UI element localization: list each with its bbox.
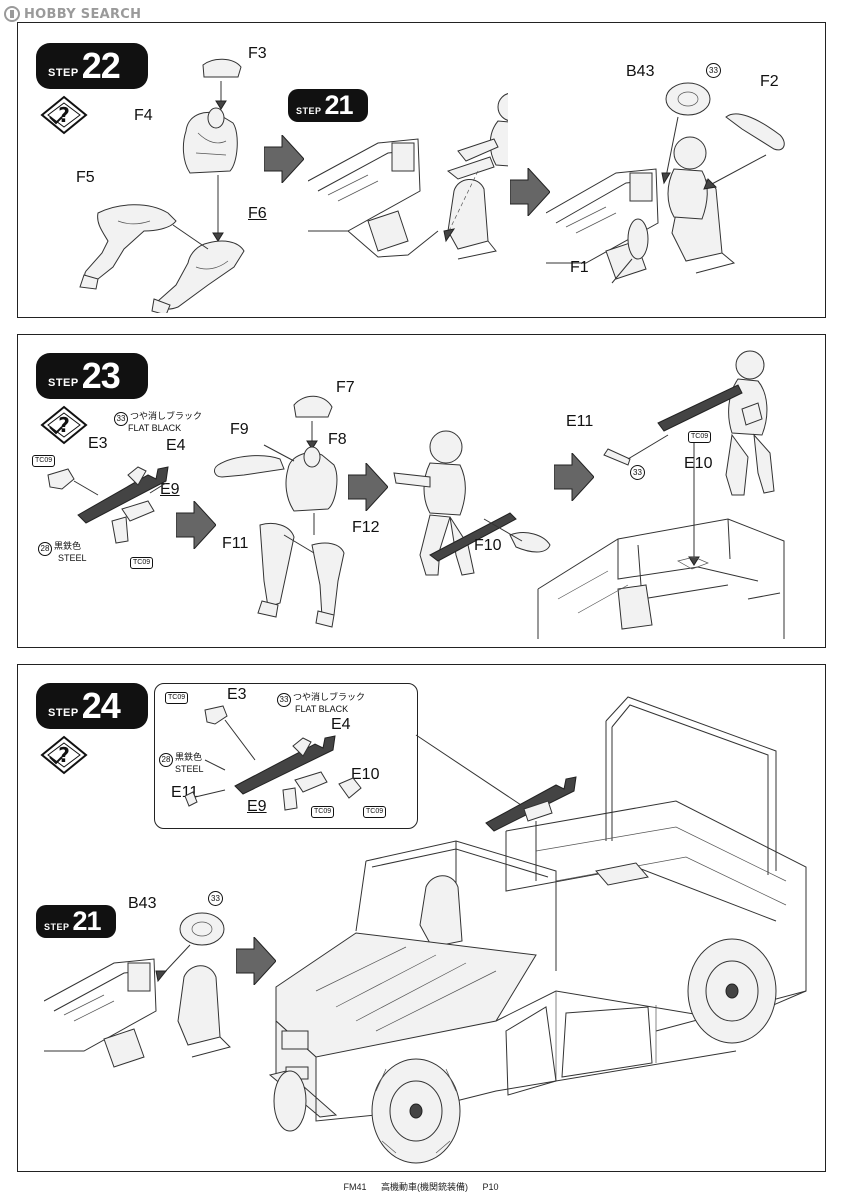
tc-code: TC09 — [165, 692, 189, 704]
cab-steering-wheel-illustration — [44, 912, 231, 1068]
part-label-f8: F8 — [328, 431, 347, 448]
part-label-f4: F4 — [134, 107, 153, 124]
footer-model-title: 高機動車(機関銃装備) — [381, 1182, 468, 1192]
part-label-e4: E4 — [331, 716, 351, 733]
step-flow-arrow — [264, 135, 304, 183]
paint-code: 28 — [159, 753, 173, 767]
part-label-f5: F5 — [76, 169, 95, 186]
part-label-f3: F3 — [248, 45, 267, 62]
gunner-in-vehicle-bed-illustration — [537, 350, 785, 639]
paint-code: 33 — [114, 412, 128, 426]
repeat-assembly-icon: ? — [40, 95, 88, 135]
step-21-sub-badge: STEP 21 — [288, 89, 368, 122]
step-22-badge: STEP 22 — [36, 43, 148, 89]
part-label-b43: B43 — [626, 63, 655, 80]
paint-code-circle: 33 — [208, 891, 223, 906]
step-22-panel: STEP 22 ? F3 F4 F5 F6 STEP — [17, 22, 826, 318]
paint-en: STEEL — [175, 764, 204, 774]
svg-text:?: ? — [58, 413, 70, 437]
step-flow-arrow — [176, 501, 216, 549]
paint-en: STEEL — [58, 553, 87, 563]
sub-step-number: 21 — [324, 90, 354, 120]
repeat-assembly-icon: ? — [40, 405, 88, 445]
part-label-f2: F2 — [760, 73, 779, 90]
tc-code: TC09 — [311, 806, 335, 818]
part-label-e11: E11 — [566, 413, 594, 430]
paint-code-circle: 33 — [706, 63, 721, 78]
step-number: 23 — [81, 355, 121, 396]
step-24-badge: STEP 24 — [36, 683, 148, 729]
repeat-assembly-icon: ? — [40, 735, 88, 775]
step-flow-arrow — [510, 168, 550, 216]
part-label-e3: E3 — [88, 435, 108, 452]
footer-page-number: P10 — [482, 1182, 499, 1192]
paint-code-circle: 33 — [630, 465, 645, 480]
svg-text:?: ? — [58, 743, 70, 767]
sub-step-label: STEP — [296, 105, 322, 116]
step-flow-arrow — [236, 937, 276, 985]
machine-gun-parts-illustration — [47, 466, 169, 544]
part-label-b43: B43 — [128, 895, 157, 912]
step-23-badge: STEP 23 — [36, 353, 148, 399]
hobby-search-watermark: HOBBY SEARCH — [4, 4, 141, 24]
part-label-f9: F9 — [230, 421, 249, 438]
part-label-f12: F12 — [352, 519, 380, 536]
hobby-search-logo-icon — [4, 6, 20, 22]
paint-jp: つや消しブラック — [293, 692, 366, 702]
paint-en: FLAT BLACK — [128, 423, 182, 433]
part-label-f7: F7 — [336, 379, 355, 396]
paint-code: 28 — [38, 542, 52, 556]
footer-model-code: FM41 — [343, 1182, 367, 1192]
paint-code: 33 — [277, 693, 291, 707]
sub-step-label: STEP — [44, 921, 70, 932]
part-label-e9: E9 — [160, 481, 180, 498]
part-label-e4: E4 — [166, 437, 186, 454]
page-footer: FM41 高機動車(機関銃装備) P10 — [0, 1180, 842, 1193]
step-flow-arrow — [554, 453, 594, 501]
paint-en: FLAT BLACK — [295, 704, 349, 714]
cab-interior-illustration — [308, 93, 508, 260]
tc-code: TC09 — [363, 806, 387, 818]
step-21-sub-badge: STEP 21 — [36, 905, 116, 938]
high-mobility-vehicle-illustration — [268, 696, 807, 1164]
part-label-f11: F11 — [222, 535, 249, 552]
part-label-e9: E9 — [247, 798, 267, 815]
driver-figure-parts-illustration — [79, 58, 245, 313]
tc-code: TC09 — [32, 455, 56, 467]
paint-jp: つや消しブラック — [130, 411, 203, 421]
seated-driver-illustration — [546, 82, 785, 284]
gunner-figure-parts-illustration — [214, 395, 345, 628]
watermark-text: HOBBY SEARCH — [24, 6, 142, 22]
part-label-e10: E10 — [684, 455, 713, 472]
tc-code: TC09 — [130, 557, 154, 569]
part-label-f10: F10 — [474, 537, 502, 554]
part-label-f6: F6 — [248, 205, 267, 222]
assembled-gunner-illustration — [393, 430, 551, 576]
svg-text:?: ? — [58, 103, 70, 127]
step-number: 22 — [81, 45, 121, 86]
part-label-e3: E3 — [227, 686, 247, 703]
step-label: STEP — [48, 707, 79, 719]
part-label-e10: E10 — [351, 766, 380, 783]
step-flow-arrow — [348, 463, 388, 511]
step-label: STEP — [48, 377, 79, 389]
part-label-f1: F1 — [570, 259, 589, 276]
tc-code: TC09 — [688, 431, 712, 443]
step-label: STEP — [48, 67, 79, 79]
gun-mount-parts-illustration — [185, 705, 362, 811]
sub-step-number: 21 — [72, 906, 102, 936]
paint-jp: 黒鉄色 — [54, 541, 82, 551]
step-number: 24 — [81, 685, 121, 726]
paint-jp: 黒鉄色 — [175, 752, 203, 762]
